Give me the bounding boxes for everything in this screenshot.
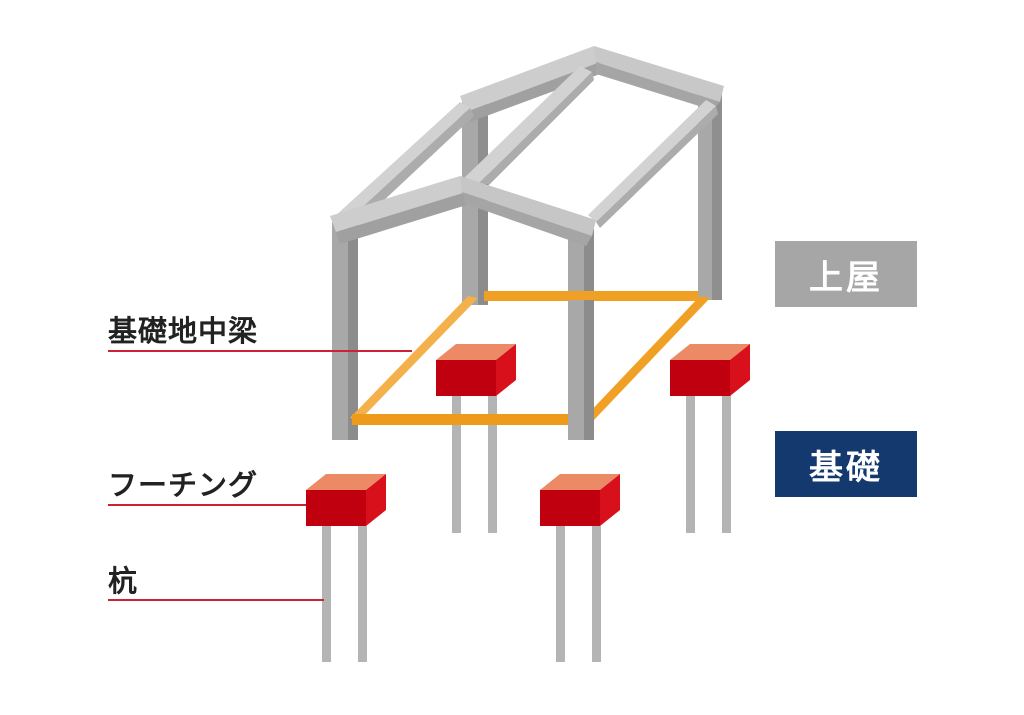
superstructure-frame: [330, 46, 724, 440]
piles-back: [452, 393, 731, 533]
footing-back-middle: [436, 344, 516, 396]
footing-back-right: [670, 344, 750, 396]
piles-front: [322, 526, 601, 662]
legend-superstructure: 上屋: [775, 241, 917, 307]
leader-lines: [108, 350, 412, 601]
footing-label: フーチング: [108, 468, 259, 502]
footing-front-left: [306, 474, 386, 526]
legend-foundation: 基礎: [775, 431, 917, 497]
tie-beams: [350, 291, 710, 425]
front-columns: [568, 300, 594, 440]
footing-front-middle: [540, 474, 620, 526]
tie-beam-label: 基礎地中梁: [108, 314, 259, 348]
pile-label: 杭: [108, 564, 139, 598]
